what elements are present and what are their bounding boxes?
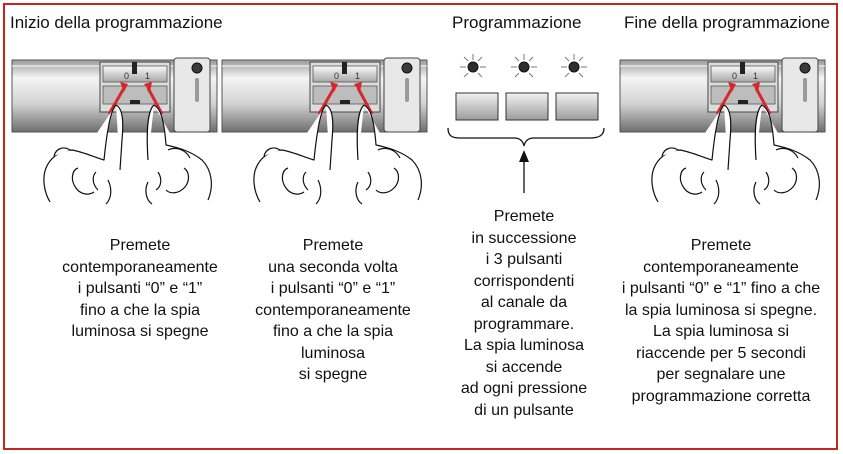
device-key-label-0: 0 [334, 71, 339, 81]
device-key-label-1: 1 [145, 71, 150, 81]
device-panel-4 [618, 56, 827, 205]
step1-description: Premete contemporaneamente i pulsanti “0… [62, 237, 218, 340]
device-key-label-0: 0 [124, 71, 129, 81]
step4-description: Premete contemporaneamente i pulsanti “0… [621, 237, 821, 405]
diagram-frame [3, 3, 838, 450]
device-key-label-0: 0 [732, 71, 737, 81]
device-panel-2 [220, 56, 429, 205]
step3-description: Premete in successione i 3 pulsanti corr… [460, 208, 588, 419]
programming-panel [447, 54, 605, 193]
device-panel-1 [10, 56, 219, 205]
step2-description: Premete una seconda volta i pulsanti “0”… [255, 237, 411, 383]
heading-programming: Programmazione [452, 13, 582, 32]
device-key-label-1: 1 [753, 71, 758, 81]
heading-end: Fine della programmazione [624, 13, 830, 32]
heading-start: Inizio della programmazione [10, 13, 223, 32]
device-key-label-1: 1 [355, 71, 360, 81]
